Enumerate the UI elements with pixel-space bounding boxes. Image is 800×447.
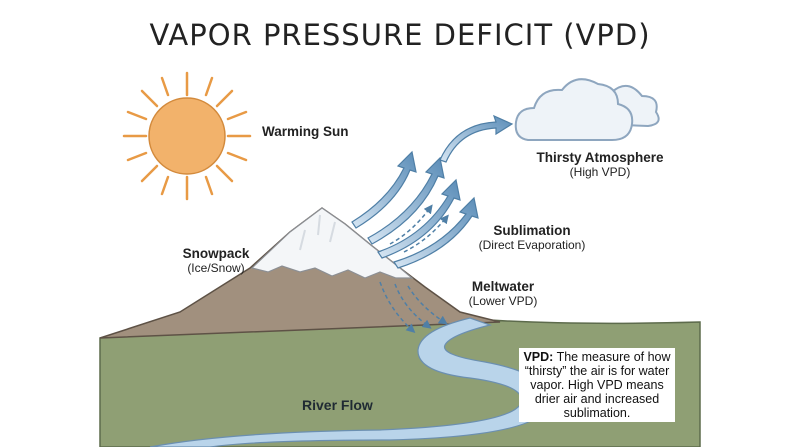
sublimation-label: Sublimation (Direct Evaporation): [466, 223, 598, 252]
cloud-icon: [514, 78, 660, 141]
sublimation-arrows: [351, 114, 514, 269]
sun-label-text: Warming Sun: [262, 124, 349, 139]
atmosphere-sub: (High VPD): [569, 165, 631, 179]
atmosphere-label: Thirsty Atmosphere (High VPD): [520, 150, 680, 179]
definition-text: The measure of how “thirsty” the air is …: [524, 350, 671, 420]
vpd-definition-box: VPD: The measure of how “thirsty” the ai…: [519, 348, 675, 422]
sun-label: Warming Sun: [262, 124, 349, 139]
meltwater-title: Meltwater: [471, 279, 535, 294]
river-label: River Flow: [302, 397, 373, 413]
snowpack-sub: (Ice/Snow): [187, 261, 245, 275]
sublimation-sub: (Direct Evaporation): [478, 238, 586, 252]
snowpack-title: Snowpack: [182, 246, 250, 261]
meltwater-arrows: [379, 281, 448, 334]
sublimation-title: Sublimation: [493, 223, 571, 238]
snow-cap: [250, 207, 414, 279]
page-title: VAPOR PRESSURE DEFICIT (VPD): [149, 18, 651, 52]
sun-icon: [122, 71, 252, 201]
meltwater-sub: (Lower VPD): [468, 294, 538, 308]
meltwater-label: Meltwater (Lower VPD): [458, 279, 548, 308]
definition-term: VPD:: [523, 350, 554, 364]
snowpack-label: Snowpack (Ice/Snow): [176, 246, 256, 275]
atmosphere-title: Thirsty Atmosphere: [536, 150, 664, 165]
river: [149, 317, 550, 447]
